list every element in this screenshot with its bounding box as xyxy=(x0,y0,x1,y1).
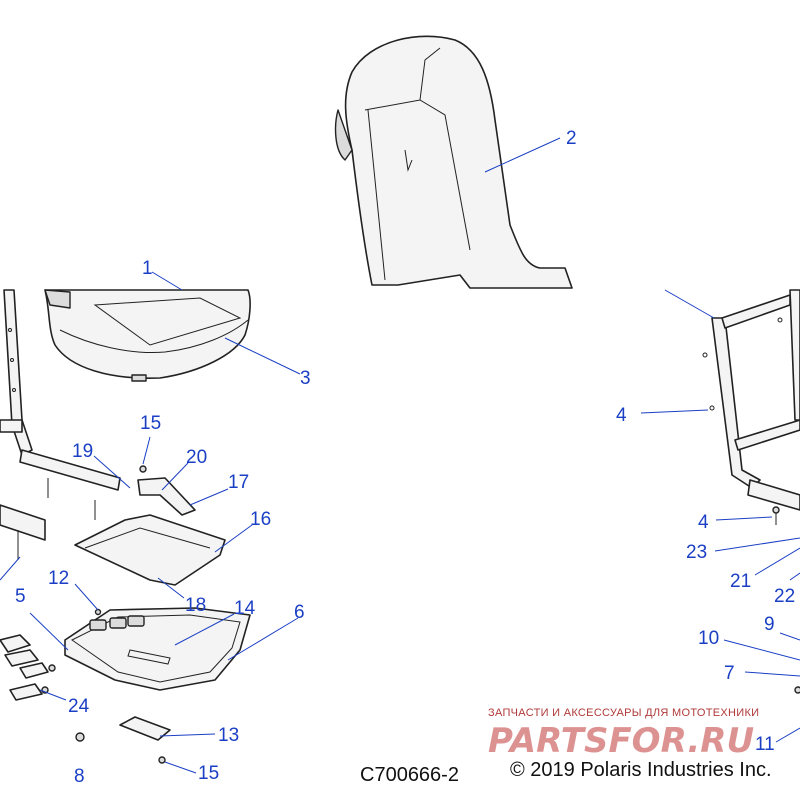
callout-21: 21 xyxy=(730,571,751,592)
seat-cushion xyxy=(44,289,251,382)
callout-22: 22 xyxy=(774,586,795,607)
right-hardware xyxy=(772,506,800,694)
left-hardware xyxy=(0,465,166,764)
watermark-tagline: ЗАПЧАСТИ И АКСЕССУАРЫ ДЛЯ МОТОТЕХНИКИ xyxy=(488,707,759,719)
callout-5: 5 xyxy=(15,586,26,607)
mounting-plate xyxy=(74,514,226,586)
callout-19: 19 xyxy=(72,441,93,462)
seat-back xyxy=(334,35,573,289)
copyright-notice: © 2019 Polaris Industries Inc. xyxy=(510,759,772,781)
callout-10: 10 xyxy=(698,628,719,649)
callout-3: 3 xyxy=(300,368,311,389)
callout-15-lower: 15 xyxy=(198,763,219,784)
callout-24: 24 xyxy=(68,696,90,717)
seat-bracket xyxy=(137,477,196,516)
callout-14: 14 xyxy=(234,598,256,619)
callout-labels: 1 2 3 4 4 5 6 7 8 9 10 11 12 13 14 15 15… xyxy=(15,128,795,787)
callout-18: 18 xyxy=(185,595,206,616)
callout-7: 7 xyxy=(724,663,735,684)
seat-slider-base xyxy=(64,607,251,691)
slide-plate xyxy=(119,716,171,741)
leader-lines xyxy=(0,137,800,774)
watermark: ЗАПЧАСТИ И АКСЕССУАРЫ ДЛЯ МОТОТЕХНИКИ PA… xyxy=(488,707,759,761)
callout-12: 12 xyxy=(48,568,69,589)
callout-20: 20 xyxy=(186,447,207,468)
watermark-logo: PARTSFOR.RU xyxy=(488,721,754,761)
right-frame xyxy=(702,289,800,511)
callout-11: 11 xyxy=(755,734,775,755)
callout-8: 8 xyxy=(74,766,85,787)
callout-17: 17 xyxy=(228,472,249,493)
callout-2: 2 xyxy=(566,128,577,149)
callout-13: 13 xyxy=(218,725,239,746)
callout-9: 9 xyxy=(764,614,775,635)
callout-6: 6 xyxy=(294,602,305,623)
callout-4-upper: 4 xyxy=(616,405,627,426)
left-frame xyxy=(0,289,121,541)
callout-15-upper: 15 xyxy=(140,413,161,434)
callout-23: 23 xyxy=(686,542,707,563)
drawing-number: C700666-2 xyxy=(360,764,459,786)
callout-4-lower: 4 xyxy=(698,512,709,533)
callout-1: 1 xyxy=(142,258,153,279)
callout-16: 16 xyxy=(250,509,271,530)
